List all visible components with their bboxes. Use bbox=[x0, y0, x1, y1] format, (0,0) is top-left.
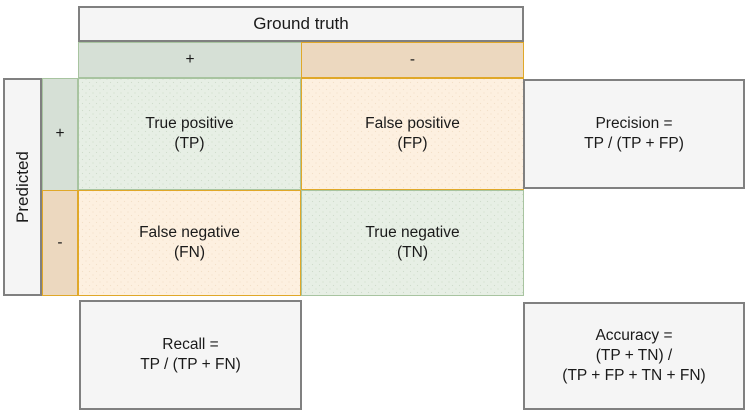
cell-false-negative: False negative (FN) bbox=[78, 190, 301, 296]
metric-accuracy-label: Accuracy = (TP + TN) / (TP + FP + TN + F… bbox=[562, 326, 706, 385]
ground-truth-title-label: Ground truth bbox=[253, 13, 349, 33]
ground-truth-title: Ground truth bbox=[78, 6, 524, 42]
row-header-positive: + bbox=[42, 78, 78, 190]
predicted-title-label: Predicted bbox=[12, 151, 32, 223]
column-header-positive-label: + bbox=[185, 50, 195, 68]
metric-precision-label: Precision = TP / (TP + FP) bbox=[584, 114, 684, 152]
cell-false-negative-label: False negative (FN) bbox=[139, 223, 240, 261]
cell-false-positive-label: False positive (FP) bbox=[365, 114, 460, 152]
cell-true-positive-label: True positive (TP) bbox=[145, 114, 234, 152]
predicted-title: Predicted bbox=[3, 78, 42, 296]
cell-true-positive: True positive (TP) bbox=[78, 78, 301, 190]
row-header-negative: - bbox=[42, 190, 78, 296]
column-header-negative-label: - bbox=[409, 50, 416, 68]
metric-recall: Recall = TP / (TP + FN) bbox=[79, 300, 302, 410]
cell-true-negative: True negative (TN) bbox=[301, 190, 524, 296]
column-header-negative: - bbox=[301, 42, 524, 78]
row-header-negative-label: - bbox=[57, 233, 63, 251]
metric-accuracy: Accuracy = (TP + TN) / (TP + FP + TN + F… bbox=[523, 302, 745, 410]
cell-false-positive: False positive (FP) bbox=[301, 78, 524, 190]
column-header-positive: + bbox=[78, 42, 301, 78]
cell-true-negative-label: True negative (TN) bbox=[365, 223, 460, 261]
metric-precision: Precision = TP / (TP + FP) bbox=[523, 79, 745, 189]
metric-recall-label: Recall = TP / (TP + FN) bbox=[140, 335, 241, 373]
row-header-positive-label: + bbox=[55, 125, 65, 143]
